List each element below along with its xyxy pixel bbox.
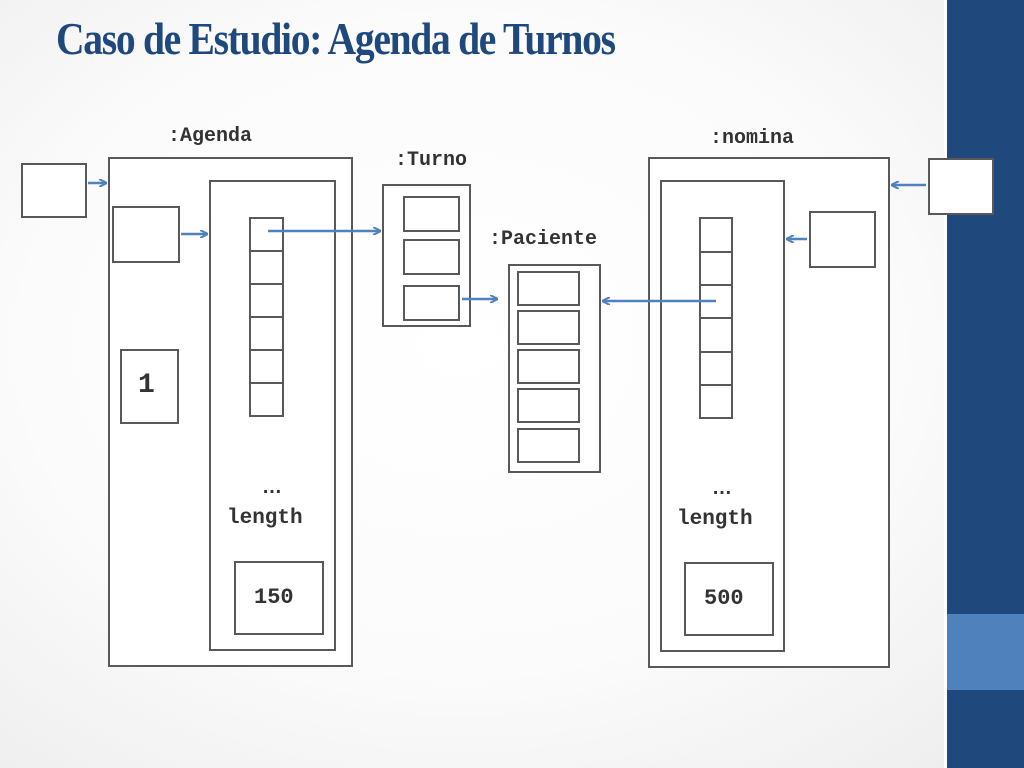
array-cell <box>701 219 731 253</box>
array-cell <box>251 318 282 351</box>
nomina-length-value: 500 <box>704 586 744 611</box>
paciente-field <box>517 271 580 306</box>
nomina-label: :nomina <box>710 127 795 150</box>
agenda-length-label: length <box>227 507 303 530</box>
array-cell <box>701 319 731 353</box>
agenda-counter-value: 1 <box>138 370 155 401</box>
array-cell <box>251 285 282 318</box>
array-cell <box>251 351 282 384</box>
paciente-field <box>517 428 580 463</box>
nomina-reference-box <box>928 158 994 215</box>
paciente-field <box>517 349 580 384</box>
array-cell <box>701 353 731 386</box>
agenda-array-reference-box <box>112 206 180 263</box>
array-cell <box>251 252 282 285</box>
agenda-label: :Agenda <box>168 125 253 148</box>
nomina-length-label: length <box>677 508 753 531</box>
paciente-field <box>517 388 580 423</box>
nomina-array-reference-box <box>809 211 876 268</box>
array-cell <box>701 253 731 286</box>
sidebar-accent-band <box>947 614 1024 690</box>
turno-field <box>403 239 460 275</box>
nomina-array-ellipsis: … <box>712 477 732 499</box>
agenda-length-value: 150 <box>254 585 294 610</box>
nomina-length-box <box>684 562 774 636</box>
paciente-field <box>517 310 580 345</box>
nomina-array-cells <box>699 217 733 419</box>
agenda-array-ellipsis: … <box>262 476 282 498</box>
agenda-reference-box <box>21 163 87 218</box>
turno-field <box>403 285 460 321</box>
array-cell <box>251 219 282 252</box>
agenda-counter-box <box>120 349 179 424</box>
paciente-label: :Paciente <box>489 228 598 251</box>
agenda-array-cells <box>249 217 284 417</box>
turno-label: :Turno <box>395 149 468 172</box>
turno-field <box>403 196 460 232</box>
array-cell <box>701 286 731 319</box>
sidebar-gap <box>944 0 947 768</box>
slide-title: Caso de Estudio: Agenda de Turnos <box>56 13 616 64</box>
agenda-length-box <box>234 561 324 635</box>
